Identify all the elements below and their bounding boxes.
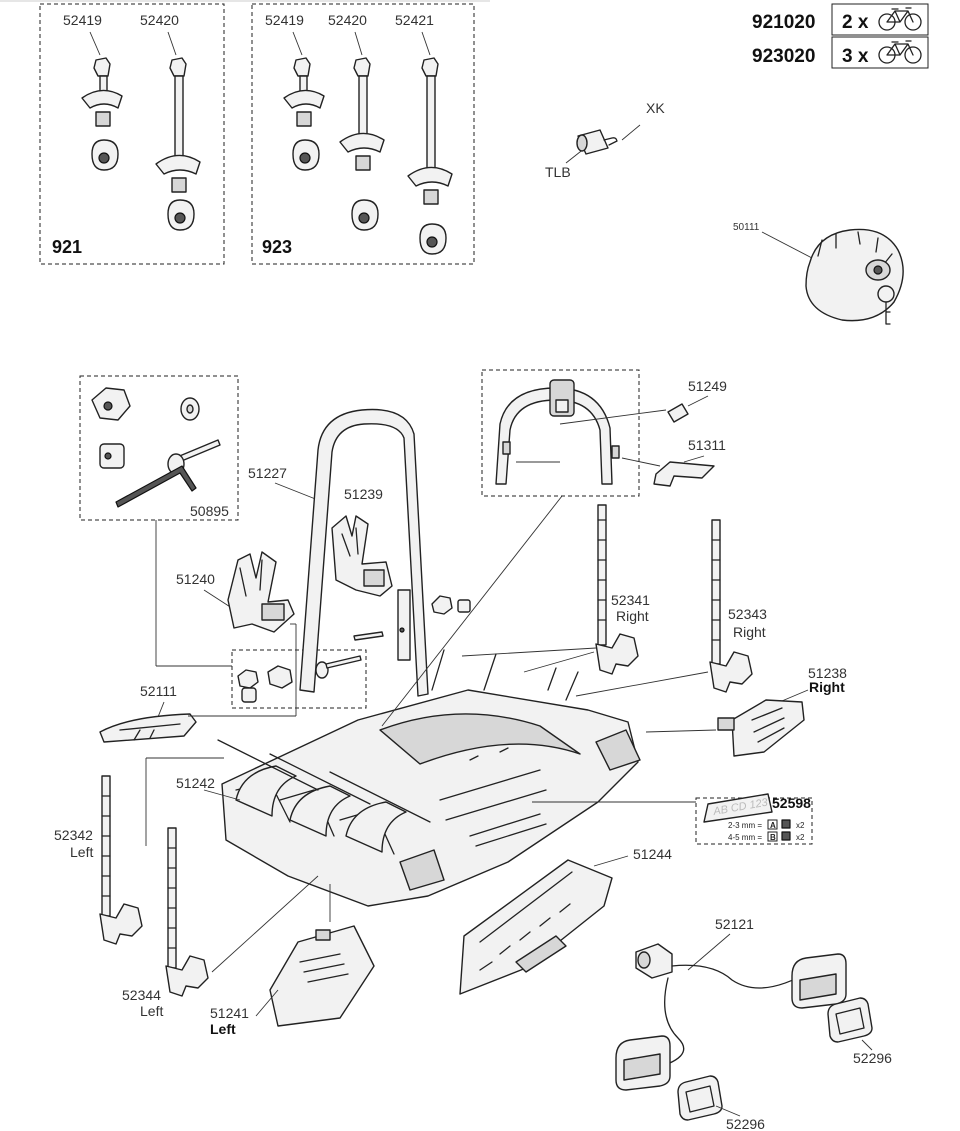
long-arm-52420 (155, 57, 201, 231)
lens-52296-b: 52296 (677, 1075, 765, 1131)
arm-52343-right: 52343 Right (575, 519, 767, 697)
short-arm-52419 (283, 57, 325, 171)
part-52343-side: Right (733, 624, 766, 640)
part-52419-label: 52419 (63, 12, 102, 28)
part-52420-label: 52420 (140, 12, 179, 28)
part-51244-label: 51244 (633, 846, 672, 862)
part-52343-label: 52343 (728, 606, 767, 622)
tlb-label: TLB (545, 164, 571, 180)
wheel-holder-51239: 51239 (331, 486, 393, 597)
plate-row1-qty: x2 (796, 821, 805, 830)
carrier-base (217, 649, 641, 907)
part-51241-side: Left (210, 1021, 236, 1037)
part-51249-label: 51249 (688, 378, 727, 394)
kit-921-title: 921 (52, 237, 82, 257)
locking-knob-50111: 50111 (733, 222, 904, 325)
part-52342-label: 52342 (54, 827, 93, 843)
part-52296b-label: 52296 (726, 1116, 765, 1131)
xk-label: XK (646, 100, 665, 116)
arm-52341-right: 52341 Right (461, 504, 650, 675)
knob-part (431, 595, 453, 615)
part-51238-side: Right (809, 679, 845, 695)
lock-cylinder: XK TLB (545, 100, 665, 180)
long-arm-52421 (407, 57, 453, 255)
part-52344-side: Left (140, 1003, 163, 1019)
base-cover-51244: 51244 (459, 846, 672, 995)
bolt-51249: 51249 (667, 378, 727, 423)
part-51241-label: 51241 (210, 1005, 249, 1021)
model-table: 921020 2 x 923020 3 x (752, 3, 929, 69)
wiring-harness-52121: 52121 (615, 916, 847, 1091)
plate-row1: 2-3 mm = (728, 821, 762, 830)
frame-51227: 51227 (248, 408, 429, 697)
plate-kit-52598: AB CD 123 52598 2-3 mm = A x2 4-5 mm = B… (532, 793, 813, 845)
wheel-holder-51240: 51240 (176, 551, 297, 716)
part-52341-side: Right (616, 608, 649, 624)
part-51227-label: 51227 (248, 465, 287, 481)
part-52296a-label: 52296 (853, 1050, 892, 1066)
part-52419-label: 52419 (265, 12, 304, 28)
spacer-part (457, 599, 471, 613)
cover-52111: 52111 (99, 683, 296, 743)
part-50895-label: 50895 (190, 503, 229, 519)
plate-row2: 4-5 mm = (728, 833, 762, 842)
kit-923-title: 923 (262, 237, 292, 257)
plate-row2-qty: x2 (796, 833, 805, 842)
plate-row2-code: B (770, 833, 776, 842)
part-52344-label: 52344 (122, 987, 161, 1003)
bolt-part (353, 631, 384, 641)
bicycle-icon (878, 7, 922, 31)
light-housing-51241-left: 51241 Left (210, 884, 375, 1037)
part-52421-label: 52421 (395, 12, 434, 28)
bicycle-icon (878, 40, 922, 64)
hardware-kit-50895: 50895 (79, 375, 239, 667)
kit-923: 52419 52420 52421 (251, 3, 475, 265)
part-51239-label: 51239 (344, 486, 383, 502)
part-52121-label: 52121 (715, 916, 754, 932)
medium-arm-52420 (339, 57, 385, 231)
arm-52342-left: 52342 Left (54, 757, 224, 945)
part-52420-label: 52420 (328, 12, 367, 28)
model-923020: 923020 (752, 46, 815, 67)
part-50111-label: 50111 (733, 222, 760, 233)
light-housing-51238-right: 51238 Right (645, 665, 847, 757)
arm-52344-left: 52344 Left (122, 827, 319, 1019)
kit-921: 52419 52420 921 (39, 3, 225, 265)
wheel-tray-51242: 51242 (176, 775, 241, 801)
lens-52296-a: 52296 (827, 997, 892, 1066)
part-51238-label: 51238 (808, 665, 847, 681)
frame-top-kit (381, 369, 667, 727)
part-52111-label: 52111 (140, 683, 177, 699)
bike-count-2: 2 x (842, 12, 869, 33)
plate-row1-code: A (770, 821, 776, 830)
model-921020: 921020 (752, 12, 815, 33)
short-arm-52419 (81, 57, 123, 171)
plate-51311: 51311 (653, 437, 726, 487)
part-51242-label: 51242 (176, 775, 215, 791)
part-52342-side: Left (70, 844, 93, 860)
bike-count-3: 3 x (842, 46, 869, 67)
part-52341-label: 52341 (611, 592, 650, 608)
part-51311-label: 51311 (688, 437, 726, 453)
part-51240-label: 51240 (176, 571, 215, 587)
hardware-kit-small (231, 649, 367, 709)
part-52598-label: 52598 (772, 795, 811, 811)
